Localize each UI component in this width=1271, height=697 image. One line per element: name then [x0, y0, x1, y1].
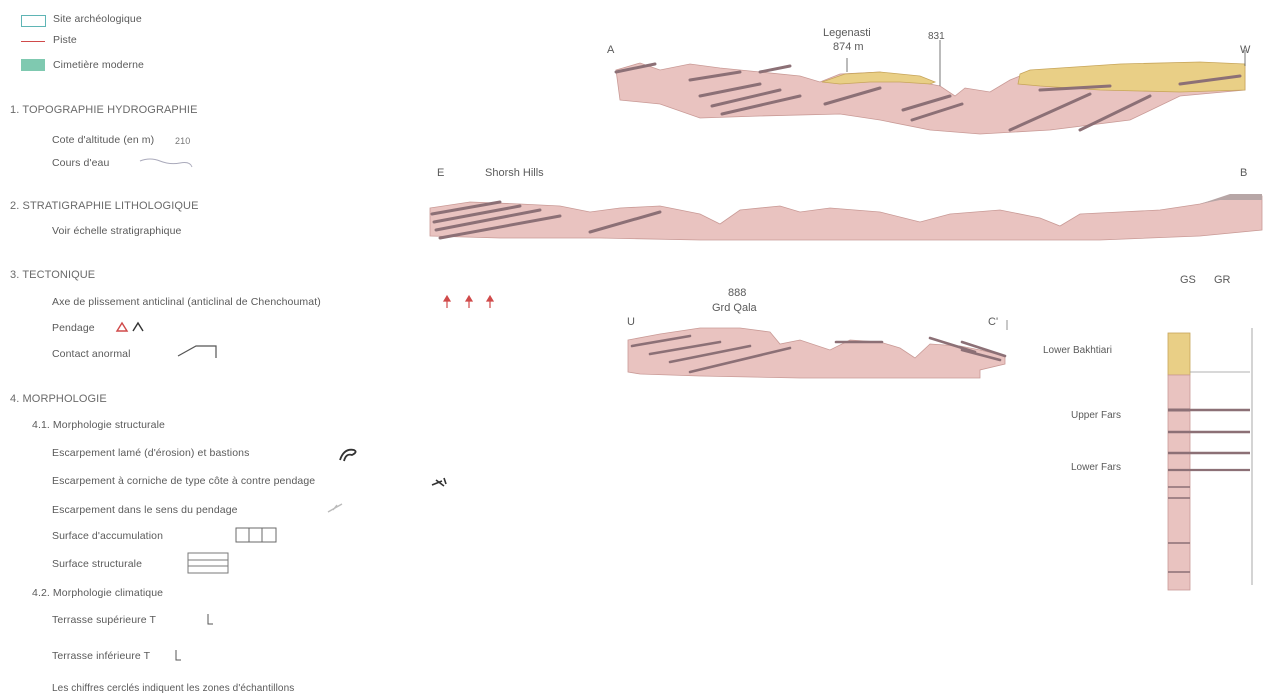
column-rock	[1168, 375, 1190, 590]
column-yellow	[1168, 333, 1190, 375]
column-unit-lower-fars: Lower Fars	[1071, 462, 1121, 473]
column-unit-lower-bakhtiari: Lower Bakhtiari	[1043, 345, 1112, 356]
column-unit-upper-fars: Upper Fars	[1071, 410, 1121, 421]
